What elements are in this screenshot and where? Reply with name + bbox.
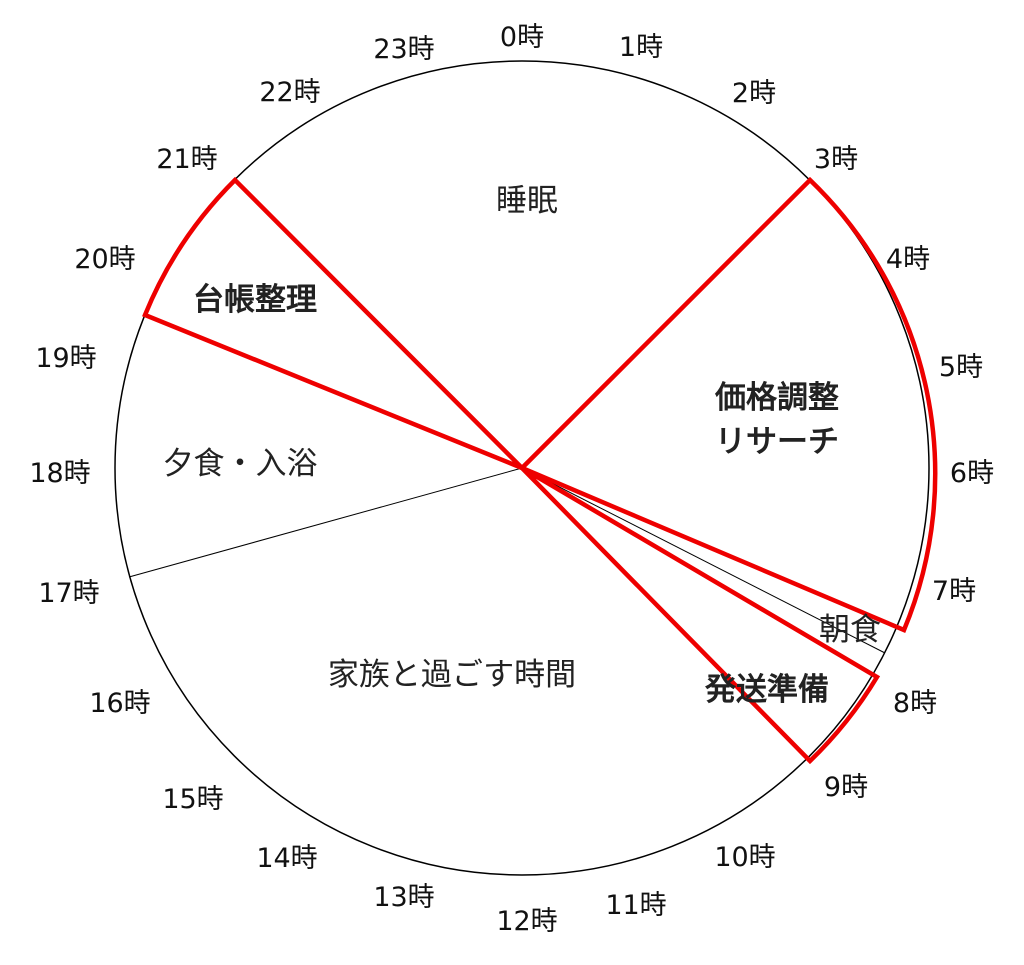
activity-dinner-bath: 夕食・入浴 bbox=[163, 446, 318, 482]
activity-sleep: 睡眠 bbox=[496, 183, 558, 219]
hour-label: 14時 bbox=[256, 843, 317, 874]
hour-label: 1時 bbox=[619, 32, 663, 63]
activity-price-line1: 価格調整 bbox=[714, 380, 839, 416]
hour-label: 15時 bbox=[162, 784, 223, 815]
hour-label: 9時 bbox=[824, 772, 868, 803]
divider-7h30 bbox=[521, 467, 886, 654]
hour-label: 22時 bbox=[259, 77, 320, 108]
hour-label: 13時 bbox=[373, 882, 434, 913]
hour-labels: 0時 1時 2時 3時 4時 5時 6時 7時 8時 9時 10時 11時 12… bbox=[29, 22, 994, 937]
hour-label: 6時 bbox=[950, 458, 994, 489]
hour-label: 3時 bbox=[814, 144, 858, 175]
hour-label: 11時 bbox=[605, 890, 666, 921]
hour-label: 20時 bbox=[74, 244, 135, 275]
hour-label: 2時 bbox=[732, 78, 776, 109]
divider-17h bbox=[128, 467, 523, 578]
hour-label: 7時 bbox=[932, 576, 976, 607]
hour-label: 0時 bbox=[500, 22, 544, 53]
hour-label: 5時 bbox=[939, 352, 983, 383]
wedge-ledger bbox=[142, 176, 524, 471]
hour-label: 17時 bbox=[38, 578, 99, 609]
hour-label: 18時 bbox=[29, 458, 90, 489]
wedge-price-research bbox=[518, 176, 938, 633]
activity-breakfast: 朝食 bbox=[819, 612, 881, 648]
activity-shipping: 発送準備 bbox=[704, 672, 829, 708]
hour-label: 10時 bbox=[714, 842, 775, 873]
wedge-shipping bbox=[520, 466, 881, 765]
hour-label: 23時 bbox=[373, 34, 434, 65]
activity-ledger: 台帳整理 bbox=[193, 282, 317, 318]
hour-label: 21時 bbox=[156, 144, 217, 175]
hour-label: 16時 bbox=[89, 688, 150, 719]
hour-label: 4時 bbox=[886, 244, 930, 275]
hour-label: 8時 bbox=[893, 688, 937, 719]
hour-label: 19時 bbox=[35, 343, 96, 374]
hour-label: 12時 bbox=[496, 906, 557, 937]
activity-price-line2: リサーチ bbox=[715, 424, 839, 460]
clock-circle bbox=[114, 60, 930, 876]
activity-family-time: 家族と過ごす時間 bbox=[328, 657, 576, 693]
